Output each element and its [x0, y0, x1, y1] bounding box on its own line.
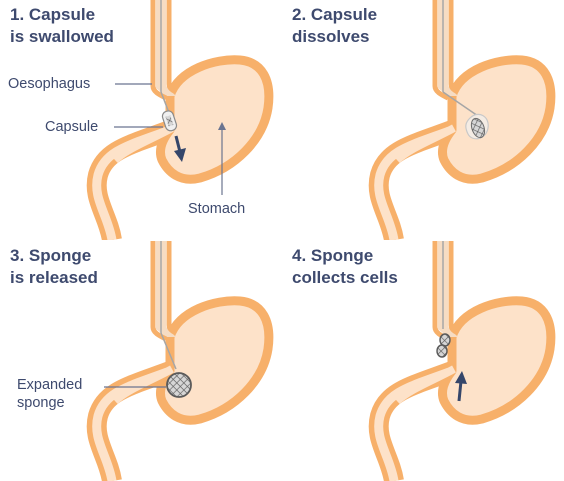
- label-oesophagus: Oesophagus: [8, 75, 90, 93]
- step-title: 3. Sponge is released: [10, 245, 98, 289]
- label-stomach: Stomach: [188, 200, 245, 218]
- step-title: 2. Capsule dissolves: [292, 4, 377, 48]
- label-expanded-sponge: Expanded sponge: [17, 376, 82, 412]
- label-capsule: Capsule: [45, 118, 98, 136]
- expanded-sponge: [167, 373, 191, 397]
- panel-step-3: 3. Sponge is released Expanded sponge: [0, 241, 282, 481]
- panel-step-1: 1. Capsule is swallowed Oesophagus Capsu…: [0, 0, 282, 240]
- panel-step-4: 4. Sponge collects cells: [282, 241, 564, 481]
- panel-step-2: 2. Capsule dissolves: [282, 0, 564, 240]
- step-title: 1. Capsule is swallowed: [10, 4, 114, 48]
- step-title: 4. Sponge collects cells: [292, 245, 398, 289]
- sponge-in-oesophagus: [440, 334, 450, 346]
